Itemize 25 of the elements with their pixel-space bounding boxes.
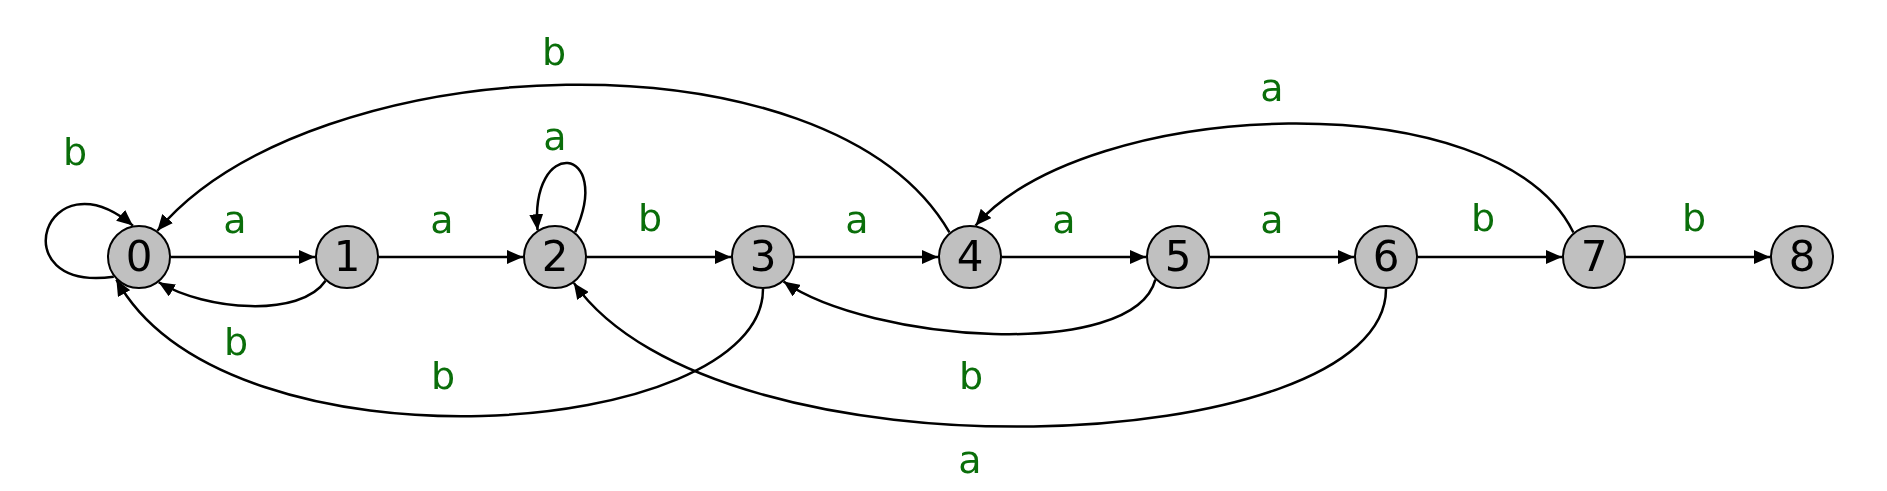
transition-arrow (1002, 250, 1146, 264)
state-circle: 8 (1770, 225, 1834, 289)
transition-arrow (587, 250, 731, 264)
state-circle: 2 (523, 225, 587, 289)
transition-arrow (158, 279, 327, 308)
state-circle: 0 (107, 225, 171, 289)
state-circle: 4 (938, 225, 1002, 289)
transition-arrow (974, 122, 1575, 234)
state-circle: 6 (1354, 225, 1418, 289)
transition-arrow (782, 279, 1157, 336)
transition-arrow (1626, 250, 1770, 264)
transition-arrow (171, 250, 315, 264)
transition-arrow (572, 282, 1388, 428)
transition-arrow (115, 278, 765, 418)
transition-arrow (1210, 250, 1354, 264)
transition-arrow (1418, 250, 1562, 264)
state-circle: 1 (315, 225, 379, 289)
transition-arrow (379, 250, 523, 264)
state-circle: 5 (1146, 225, 1210, 289)
state-circle: 3 (731, 225, 795, 289)
self-loop-arrow (530, 162, 587, 233)
state-circle: 7 (1562, 225, 1626, 289)
transition-arrow (156, 83, 951, 234)
self-loop-arrow (44, 203, 134, 279)
transition-arrow (795, 250, 938, 264)
